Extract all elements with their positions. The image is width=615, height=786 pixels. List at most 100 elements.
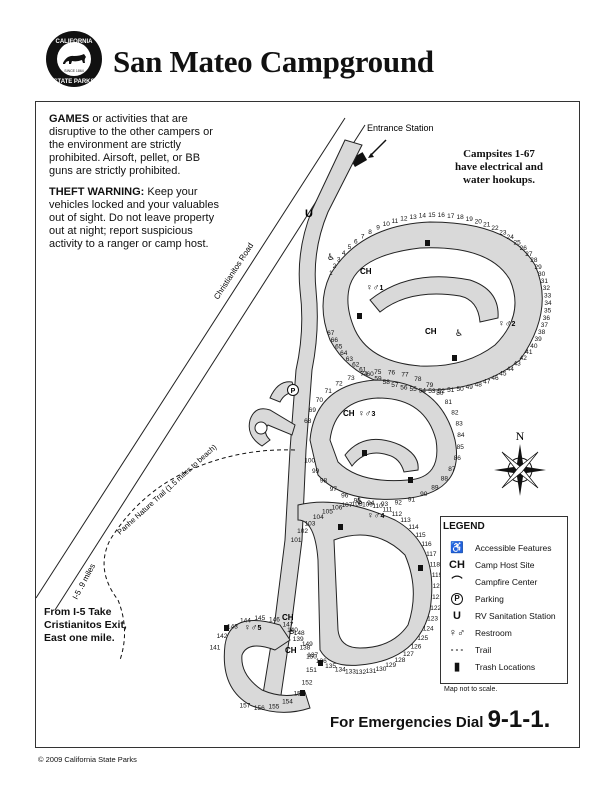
campfire-center-icon: ⌒ xyxy=(451,576,463,588)
svg-text:♀♂4: ♀♂4 xyxy=(367,510,385,520)
campsite-number: 88 xyxy=(441,476,449,483)
campsite-number: 141 xyxy=(210,645,221,652)
campsite-number: 42 xyxy=(520,355,528,362)
upper-loop-road xyxy=(322,221,543,391)
campsite-number: 100 xyxy=(304,458,315,465)
campsite-number: 136 xyxy=(316,658,327,665)
campsite-number: 155 xyxy=(268,704,279,711)
campsite-number: 21 xyxy=(483,222,491,229)
campsite-number: 4 xyxy=(342,250,346,257)
campsite-number: 129 xyxy=(385,662,396,669)
campsite-number: 78 xyxy=(414,376,422,383)
map-frame xyxy=(35,101,580,748)
campsite-number: 92 xyxy=(395,500,403,507)
campsite-number: 154 xyxy=(282,699,293,706)
campsite-number: 114 xyxy=(408,524,419,531)
campsite-number: 72 xyxy=(335,381,343,388)
bottom-left-loop-road xyxy=(223,620,311,713)
campsite-number: 43 xyxy=(513,361,521,368)
campsite-number: 13 xyxy=(409,214,417,221)
campsite-number: 108 xyxy=(352,501,363,508)
campsite-number: 115 xyxy=(415,532,426,539)
campsite-number: 145 xyxy=(254,615,265,622)
campsite-number: 71 xyxy=(325,388,333,395)
campsite-number: 121 xyxy=(432,594,443,601)
camp-host-icon: CH xyxy=(449,559,465,571)
campsite-number: 67 xyxy=(327,330,335,337)
campsite-number: 116 xyxy=(421,541,432,548)
campsite-number: 28 xyxy=(530,257,538,264)
campsite-number: 138 xyxy=(300,645,311,652)
campsite-number: 95 xyxy=(354,497,362,504)
campsite-number: 25 xyxy=(513,239,521,246)
campsite-number: 90 xyxy=(420,491,428,498)
campsite-number: 93 xyxy=(381,501,389,508)
campsite-number: 126 xyxy=(411,644,422,651)
campfire-center-icon xyxy=(254,421,268,435)
upper-loop-inner-road xyxy=(369,276,499,323)
campsite-number: 133 xyxy=(345,668,356,675)
panhe-nature-trail xyxy=(103,449,296,661)
campsite-number: 31 xyxy=(541,278,549,285)
campsite-number: 47 xyxy=(483,378,491,385)
svg-text:♀♂3: ♀♂3 xyxy=(358,408,376,418)
svg-text:CH: CH xyxy=(343,409,355,418)
campsite-number: 99 xyxy=(312,468,320,475)
campsite-number: 65 xyxy=(335,344,343,351)
campsite-number: 130 xyxy=(376,666,387,673)
campsite-number: 55 xyxy=(409,386,417,393)
campsite-number: 52 xyxy=(438,388,446,395)
campsite-number: 15 xyxy=(428,212,436,219)
campsite-number: 89 xyxy=(431,484,439,491)
trash-icon: ▮ xyxy=(453,661,461,673)
campsite-number: 77 xyxy=(401,372,409,379)
campsite-number: 122 xyxy=(430,605,441,612)
svg-text:♀♂2: ♀♂2 xyxy=(498,318,516,328)
svg-text:♿: ♿ xyxy=(455,329,463,339)
christianitos-road xyxy=(35,117,366,611)
campsite-number: 69 xyxy=(309,407,317,414)
campsite-number: 7 xyxy=(361,234,365,241)
campsite-number: 9 xyxy=(376,225,380,232)
svg-text:CH: CH xyxy=(360,267,372,276)
entrance-label: Entrance Station xyxy=(367,123,434,133)
campsite-number: 142 xyxy=(217,633,228,640)
campsite-number: 51 xyxy=(447,387,455,394)
campsite-number: 128 xyxy=(394,657,405,664)
campsite-number: 60 xyxy=(366,371,374,378)
campsite-number: 1 xyxy=(329,270,333,277)
campsite-number: 53 xyxy=(428,388,436,395)
campsite-number: 144 xyxy=(240,618,251,625)
campsite-number: 84 xyxy=(457,432,465,439)
parking-letter: P xyxy=(291,388,296,395)
campsite-number: 37 xyxy=(541,322,549,329)
lower-loop-road xyxy=(297,501,433,666)
campsite-number: 18 xyxy=(456,214,464,221)
page-header: CALIFORNIA STATE PARKS SINCE 1864 San Ma… xyxy=(0,0,615,100)
svg-text:CH: CH xyxy=(282,613,294,622)
campsite-number: 57 xyxy=(391,382,399,389)
hookups-note: Campsites 1-67 have electrical and water… xyxy=(455,148,543,186)
campsite-number: 143 xyxy=(227,624,238,631)
directions-note: From I-5 Take Cristianitos Exit, East on… xyxy=(44,606,127,644)
svg-text:N: N xyxy=(516,430,525,443)
campsite-number: 96 xyxy=(341,493,349,500)
campsite-number: 111 xyxy=(383,506,393,513)
campsite-number: 32 xyxy=(543,285,551,292)
campsite-number: 20 xyxy=(475,219,483,226)
campsite-number: 38 xyxy=(538,329,546,336)
wheelchair-icon: ♿ xyxy=(450,542,464,554)
campsite-number: 75 xyxy=(374,369,382,376)
legend-item-campfire: ⌒Campfire Center xyxy=(445,575,569,589)
campsite-number: 153 xyxy=(293,690,304,697)
campsite-number: 23 xyxy=(499,229,507,236)
campsite-number: 27 xyxy=(525,251,533,258)
campsite-number: 112 xyxy=(392,511,403,518)
svg-text:CH: CH xyxy=(425,327,437,336)
legend-item-restroom: ♀♂Restroom xyxy=(448,627,512,639)
legend-item-trash: ▮Trash Locations xyxy=(445,660,569,674)
svg-text:♿: ♿ xyxy=(327,253,335,263)
